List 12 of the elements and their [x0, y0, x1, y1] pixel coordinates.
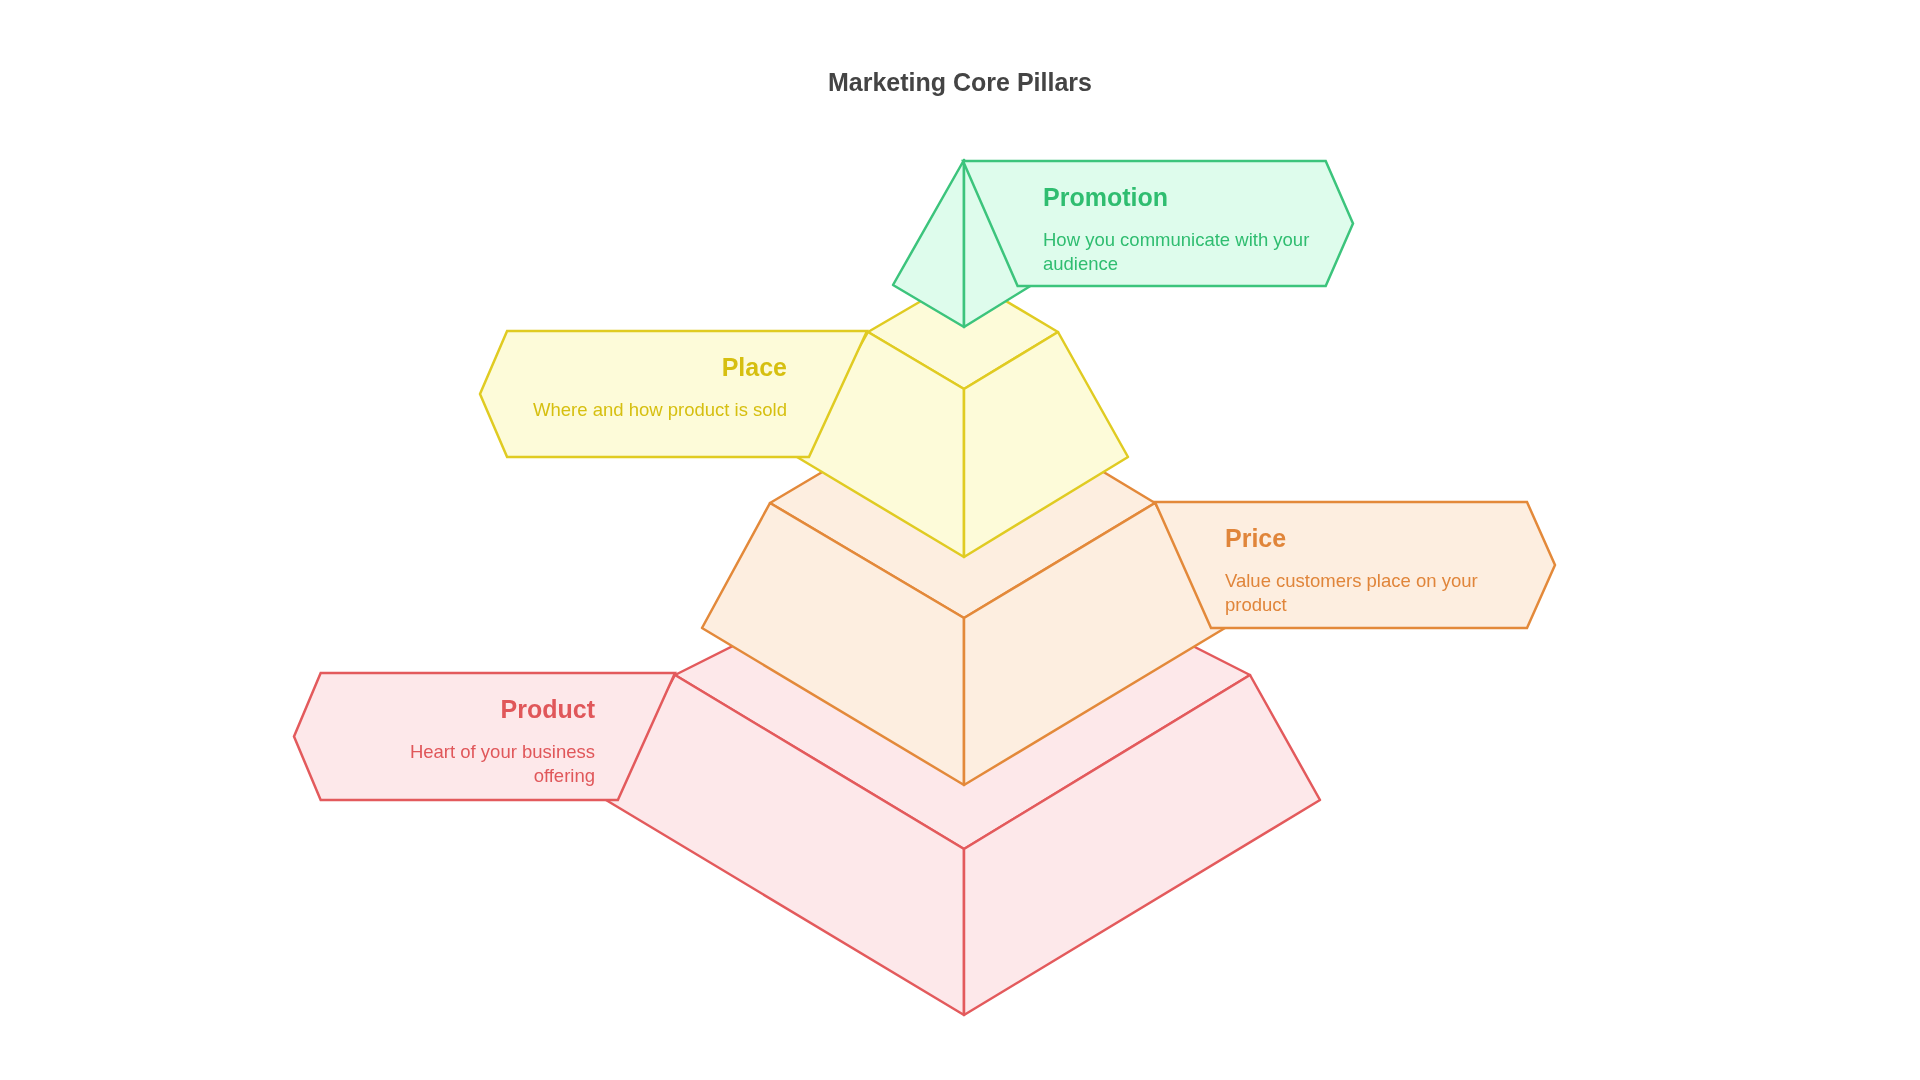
pillar-description: Value customers place on your product	[1225, 569, 1479, 617]
pillar-description: Where and how product is sold	[532, 398, 787, 422]
pillar-description: How you communicate with your audience	[1043, 228, 1311, 276]
label-banner	[294, 673, 675, 800]
pillar-description: Heart of your business offering	[408, 740, 595, 788]
diagram-title: Marketing Core Pillars	[827, 68, 1093, 97]
label-banner	[480, 331, 867, 457]
label-banner	[1155, 502, 1555, 628]
pillar-heading: Product	[499, 695, 595, 724]
pillar-heading: Promotion	[1043, 183, 1169, 212]
pillar-heading: Price	[1225, 524, 1288, 553]
pillar-heading: Place	[720, 353, 787, 382]
